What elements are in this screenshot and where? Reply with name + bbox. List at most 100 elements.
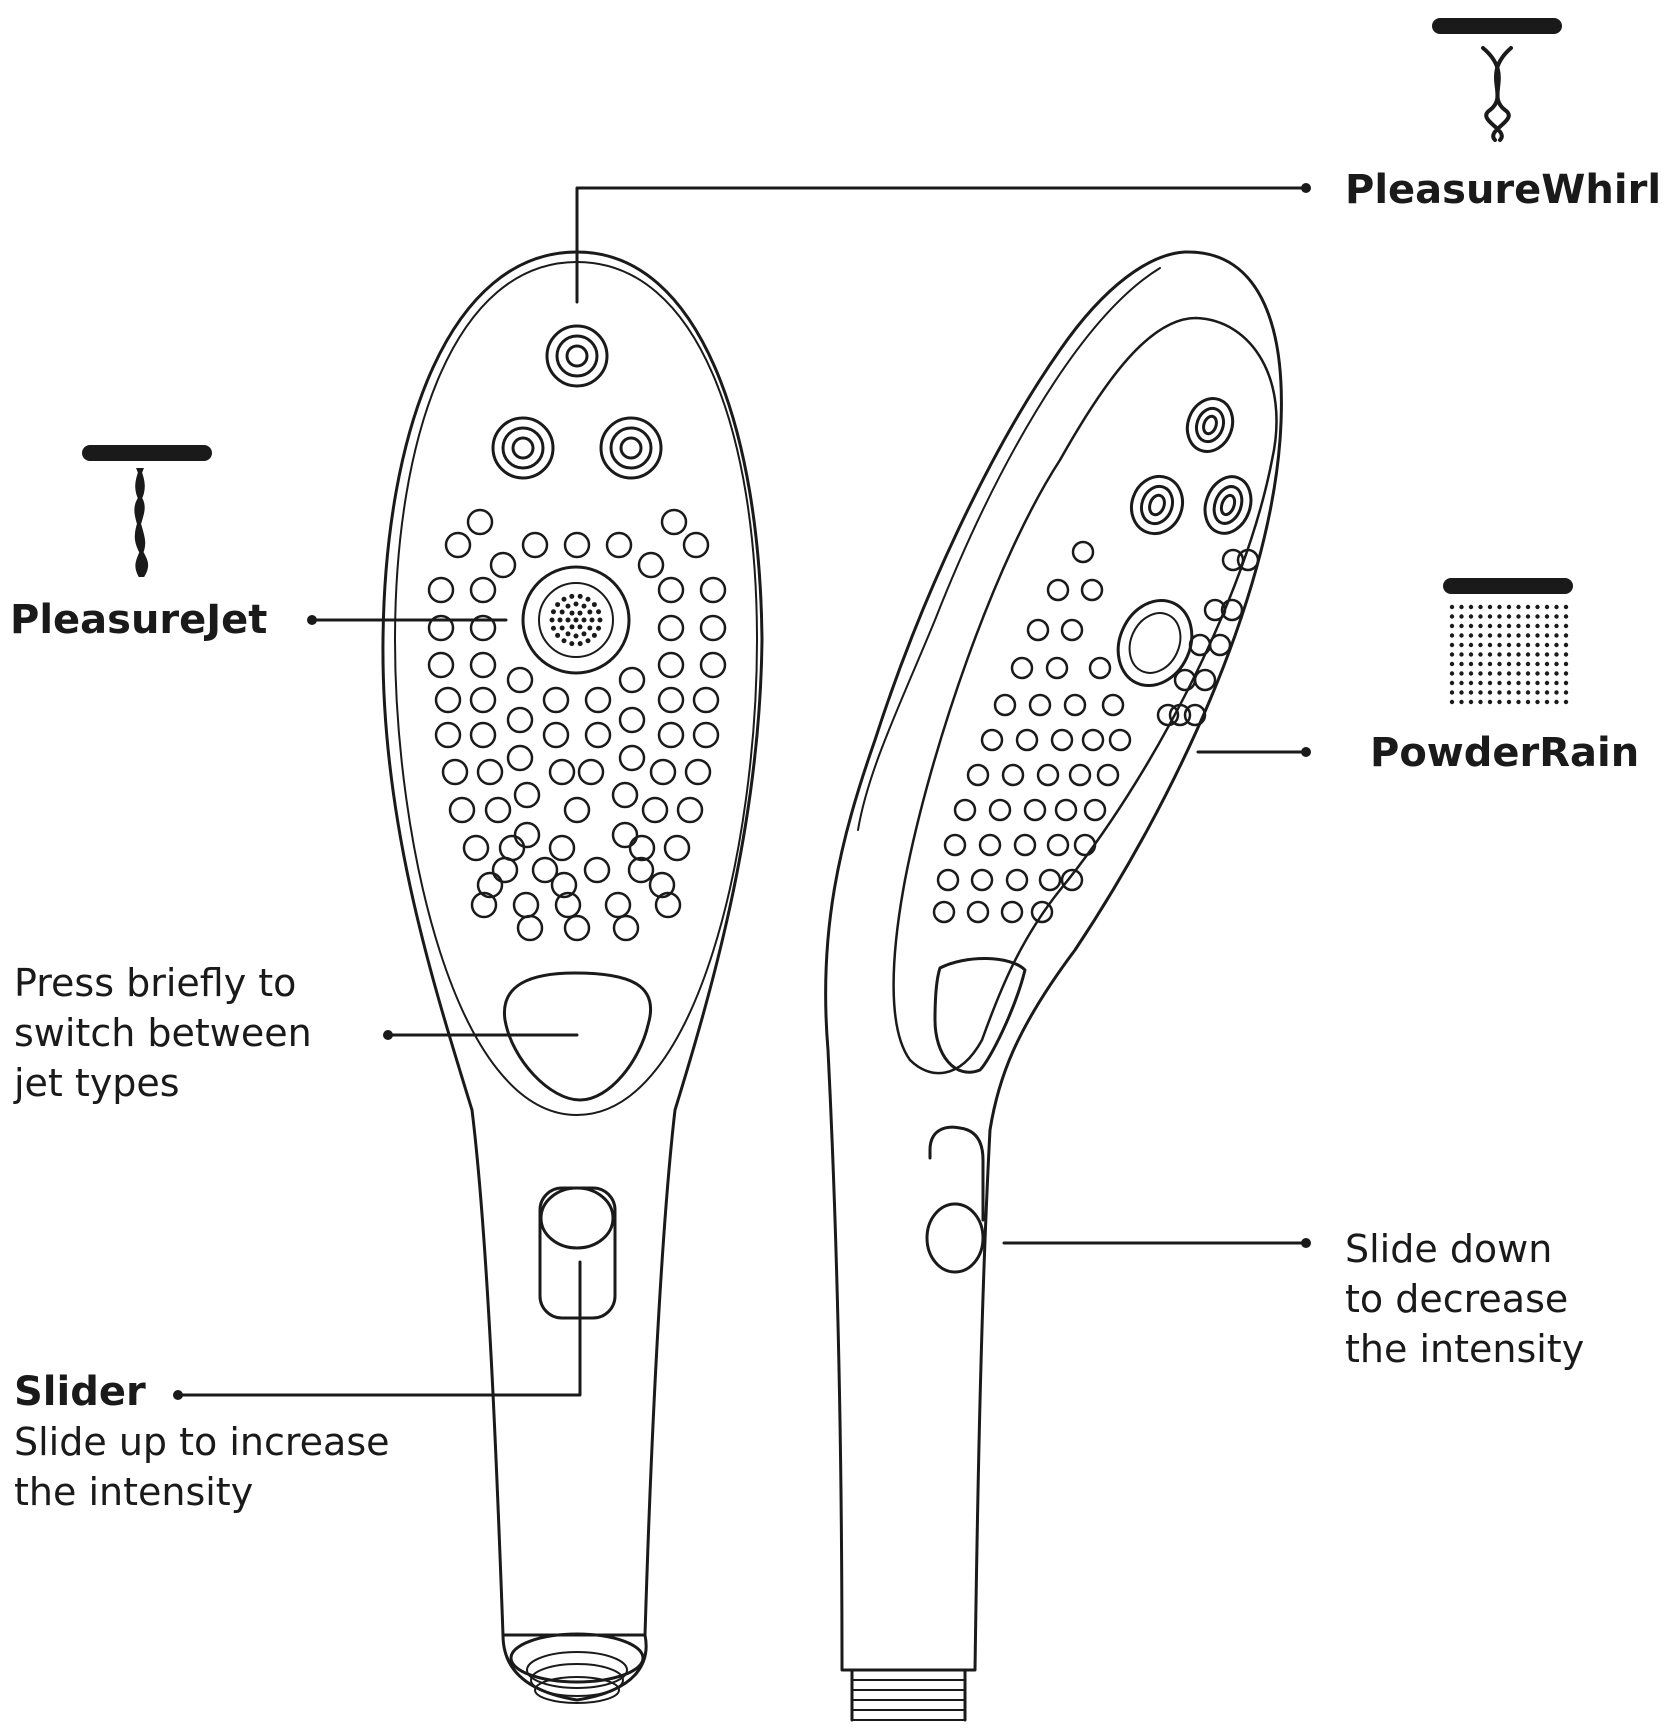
rain-icon-dot xyxy=(1497,624,1501,628)
rain-icon-dot xyxy=(1535,671,1539,675)
side-rain-holes xyxy=(934,542,1258,922)
jet-dot xyxy=(578,611,583,616)
rain-icon-dot xyxy=(1564,700,1568,704)
rain-icon-dot xyxy=(1526,662,1530,666)
side-rain-hole xyxy=(990,800,1010,820)
rain-hole xyxy=(620,668,644,692)
side-rain-hole xyxy=(980,835,1000,855)
jet-dot xyxy=(551,609,556,614)
rain-hole xyxy=(701,653,725,677)
powderrain-label: PowderRain xyxy=(1370,730,1639,776)
rain-icon-dot xyxy=(1478,605,1482,609)
rain-icon-dot xyxy=(1545,633,1549,637)
rain-icon-dot xyxy=(1526,605,1530,609)
rain-icon-dot xyxy=(1488,662,1492,666)
rain-icon-dot xyxy=(1478,662,1482,666)
rain-icon-dot xyxy=(1469,690,1473,694)
rain-icon-dot xyxy=(1516,624,1520,628)
rain-icon-dot xyxy=(1535,662,1539,666)
jet-dot xyxy=(574,618,579,623)
rain-icon-dot xyxy=(1535,652,1539,656)
rain-icon-dot xyxy=(1535,700,1539,704)
rain-hole xyxy=(659,723,683,747)
button-note-line-2: switch between xyxy=(14,1011,312,1055)
rain-icon-dot xyxy=(1564,624,1568,628)
rain-icon-dot xyxy=(1545,614,1549,618)
rain-icon-dot xyxy=(1507,605,1511,609)
rain-icon-dot xyxy=(1478,690,1482,694)
side-rain-hole xyxy=(1110,730,1130,750)
rain-icon-dot xyxy=(1564,633,1568,637)
rain-hole xyxy=(701,616,725,640)
rain-icon-dot xyxy=(1450,605,1454,609)
rain-icon-dot xyxy=(1459,662,1463,666)
side-rain-hole xyxy=(1047,658,1067,678)
rain-hole xyxy=(686,760,710,784)
rain-icon-dot xyxy=(1497,643,1501,647)
rain-icon-dot xyxy=(1554,700,1558,704)
rain-icon-dot xyxy=(1469,624,1473,628)
rain-icon-dot xyxy=(1497,605,1501,609)
rain-icon-dot xyxy=(1478,614,1482,618)
rain-hole xyxy=(514,893,538,917)
side-rain-hole xyxy=(972,870,992,890)
jet-dot xyxy=(560,626,565,631)
jet-dot xyxy=(582,618,587,623)
rain-icon-dot xyxy=(1450,624,1454,628)
rain-icon-dot xyxy=(1488,605,1492,609)
side-rain-hole xyxy=(1002,902,1022,922)
side-rain-hole xyxy=(1210,635,1230,655)
rain-icon-dot xyxy=(1459,643,1463,647)
rain-hole xyxy=(468,510,492,534)
jet-dot xyxy=(570,624,575,629)
side-rain-hole xyxy=(955,800,975,820)
button-note-line-1: Press briefly to xyxy=(14,961,296,1005)
jet-dot xyxy=(592,633,597,638)
jet-dot xyxy=(587,610,592,615)
rain-hole xyxy=(565,798,589,822)
jet-dot xyxy=(551,626,556,631)
rain-hole xyxy=(579,760,603,784)
jet-dot xyxy=(574,602,579,607)
rain-icon-dot xyxy=(1545,681,1549,685)
rain-hole xyxy=(523,533,547,557)
jet-dot xyxy=(586,597,591,602)
slider-leader xyxy=(178,1262,580,1395)
front-slider[interactable] xyxy=(540,1188,615,1318)
rain-icon-dot xyxy=(1497,633,1501,637)
pleasurewhirl-leader xyxy=(577,188,1306,302)
side-rain-hole xyxy=(1062,620,1082,640)
rain-hole xyxy=(436,723,460,747)
rain-icon-dot xyxy=(1488,690,1492,694)
rain-icon-dot xyxy=(1488,624,1492,628)
jet-dot xyxy=(555,633,560,638)
rain-icon-dot xyxy=(1535,624,1539,628)
rain-icon-dot xyxy=(1507,633,1511,637)
jet-dot xyxy=(590,618,595,623)
rain-icon-dot xyxy=(1516,614,1520,618)
side-rain-hole xyxy=(1038,765,1058,785)
front-whirl-nozzles xyxy=(493,326,661,478)
rain-icon-dot xyxy=(1516,643,1520,647)
rain-hole xyxy=(678,798,702,822)
callout-dots xyxy=(173,183,1311,1400)
rain-hole xyxy=(606,893,630,917)
jet-dot xyxy=(574,634,579,639)
twisted-stream-icon xyxy=(1432,18,1562,140)
side-rain-hole xyxy=(1082,580,1102,600)
side-slider[interactable] xyxy=(927,1127,983,1272)
rain-hole xyxy=(493,858,517,882)
rain-icon-dot xyxy=(1535,681,1539,685)
pleasurejet-label: PleasureJet xyxy=(10,597,267,643)
rain-icon-dot xyxy=(1450,643,1454,647)
rain-icon-dot xyxy=(1450,681,1454,685)
rain-hole xyxy=(508,708,532,732)
shower-head-side-view xyxy=(826,252,1282,1720)
rain-icon-dot xyxy=(1526,652,1530,656)
rain-hole xyxy=(508,668,532,692)
side-rain-hole xyxy=(1103,695,1123,715)
rain-icon-dot xyxy=(1507,690,1511,694)
rain-hole xyxy=(694,688,718,712)
rain-hole xyxy=(471,688,495,712)
